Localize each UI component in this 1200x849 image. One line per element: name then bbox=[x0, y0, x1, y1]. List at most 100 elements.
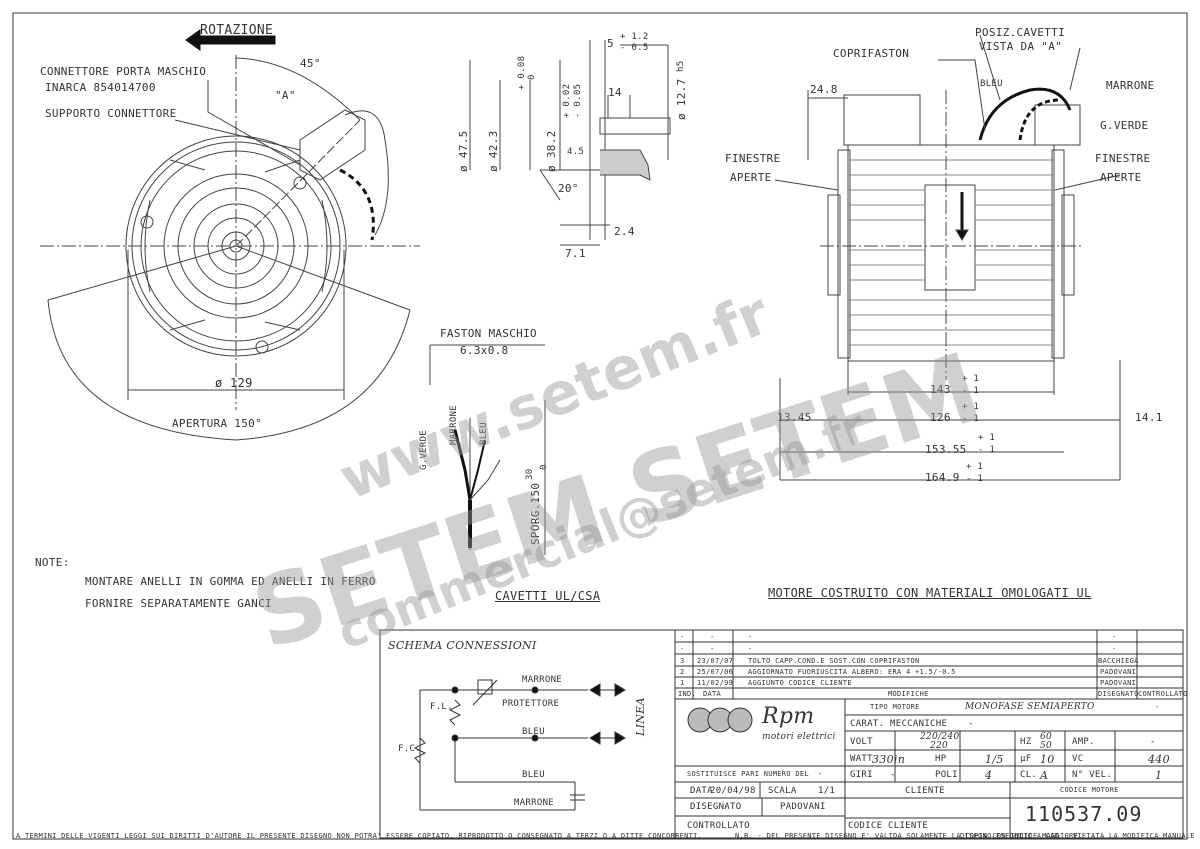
schema-title: SCHEMA CONNESSIONI bbox=[388, 639, 537, 652]
rev-n: 2 bbox=[680, 668, 685, 676]
hz-a: 60 bbox=[1040, 732, 1053, 742]
dim-382: ø 38.2 bbox=[545, 130, 558, 172]
data-label: DATA bbox=[690, 786, 713, 796]
windows-left-1: FINESTRE bbox=[725, 152, 781, 165]
side-view bbox=[774, 34, 1121, 481]
connector-male-label: CONNETTORE PORTA MASCHIO bbox=[40, 65, 207, 78]
amp-label: AMP. bbox=[1072, 737, 1095, 747]
rev-date: - bbox=[710, 633, 715, 641]
shaft-tol-plus: + 1.2 bbox=[620, 32, 649, 42]
dim-1345: 13.45 bbox=[777, 411, 812, 424]
dim-14: 14 bbox=[608, 86, 622, 99]
shaft-detail bbox=[469, 40, 671, 246]
windows-left-2: APERTE bbox=[730, 171, 772, 184]
dim-143: 143 bbox=[930, 383, 951, 396]
rev-n: 1 bbox=[680, 679, 685, 687]
hp-label: HP bbox=[935, 754, 947, 764]
dim-141: 14.1 bbox=[1135, 411, 1163, 424]
footer-mid: N.B. - DEL PRESENTE DISEGNO E' VALIDA SO… bbox=[735, 832, 1083, 840]
brand-sub: motori elettrici bbox=[762, 732, 836, 742]
rev-desc: TOLTO CAPP.COND.E SOST.CON COPRIFASTON bbox=[748, 657, 920, 665]
angle-45: 45° bbox=[300, 57, 321, 70]
hp-val: 1/5 bbox=[985, 753, 1004, 766]
diameter-129: ø 129 bbox=[215, 376, 253, 390]
volt-a: 220/240 bbox=[920, 732, 960, 742]
notes-line1: MONTARE ANELLI IN GOMMA ED ANELLI IN FER… bbox=[85, 575, 376, 588]
dim-382-tol-plus: + 0.02 bbox=[562, 83, 572, 118]
motor-type-dash: - bbox=[1155, 703, 1160, 711]
schema-bleu: BLEU bbox=[522, 727, 545, 737]
volt-label: VOLT bbox=[850, 737, 873, 747]
nvel-val: 1 bbox=[1155, 769, 1163, 782]
windows-right-1: FINESTRE bbox=[1095, 152, 1151, 165]
schema-marrone2: MARRONE bbox=[514, 798, 555, 808]
cl-label: CL. bbox=[1020, 770, 1038, 780]
rev-n: - bbox=[680, 633, 685, 641]
opening-150: APERTURA 150° bbox=[172, 417, 262, 430]
brand-logo bbox=[687, 707, 753, 733]
hz-b: 50 bbox=[1040, 741, 1053, 751]
controlled-label: CONTROLLATO bbox=[687, 821, 750, 831]
side-bleu-label: BLEU bbox=[980, 79, 1003, 89]
dim-248: 24.8 bbox=[810, 83, 838, 96]
watt-val: 330in bbox=[872, 753, 906, 766]
rev-n: 3 bbox=[680, 657, 685, 665]
volt-b: 220 bbox=[930, 741, 949, 751]
notes-line2: FORNIRE SEPARATAMENTE GANCI bbox=[85, 597, 272, 610]
schema-diagram bbox=[413, 679, 626, 811]
cable-position-label: POSIZ.CAVETTI bbox=[975, 26, 1065, 39]
view-from-a-label: VISTA DA "A" bbox=[979, 40, 1063, 53]
rev-header-date: DATA bbox=[703, 690, 722, 698]
dim-15355-tol-minus: - 1 bbox=[978, 445, 996, 455]
title-block bbox=[379, 629, 1184, 839]
dim-127: ø 12.7 bbox=[675, 78, 688, 120]
dim-423-tol-plus: + 0.08 bbox=[517, 55, 527, 90]
uf-label: µF bbox=[1020, 754, 1032, 764]
rev-desc: AGGIORNATO FUORIUSCITA ALBERO: ERA 4 +1.… bbox=[748, 668, 956, 676]
cables-title: CAVETTI UL/CSA bbox=[495, 589, 601, 603]
windows-right-2: APERTE bbox=[1100, 171, 1142, 184]
notes-title: NOTE: bbox=[35, 556, 70, 569]
faston-cover-label: COPRIFASTON bbox=[833, 47, 910, 60]
rev-by: PADOVANI bbox=[1100, 668, 1137, 676]
rev-desc: AGGIUNTO CODICE CLIENTE bbox=[748, 679, 852, 687]
amp-val: - bbox=[1150, 737, 1156, 747]
motor-type: MONOFASE SEMIAPERTO bbox=[965, 702, 1095, 712]
hz-label: HZ bbox=[1020, 737, 1032, 747]
watt-label: WATT bbox=[850, 754, 873, 764]
replaces-label: SOSTITUISCE PARI NUMERO DEL bbox=[687, 770, 809, 778]
data-val: 20/04/98 bbox=[710, 786, 756, 796]
cliente-label: CLIENTE bbox=[905, 786, 946, 796]
dim-15355-tol-plus: + 1 bbox=[978, 433, 996, 443]
poli-label: POLI bbox=[935, 770, 958, 780]
dim-143-tol-plus: + 1 bbox=[962, 374, 980, 384]
scala-val: 1/1 bbox=[818, 786, 836, 796]
giri-label: GIRI bbox=[850, 770, 873, 780]
replaces-val: - bbox=[818, 770, 823, 778]
motor-code: 110537.09 bbox=[1025, 802, 1143, 826]
dim-126-tol-plus: + 1 bbox=[962, 402, 980, 412]
cables-drawing bbox=[429, 344, 546, 555]
client-code-label: CODICE CLIENTE bbox=[848, 821, 929, 831]
drawn-val: PADOVANI bbox=[780, 802, 826, 812]
shaft-tol-minus: - 0.5 bbox=[620, 43, 649, 53]
dim-143-tol-minus: - 1 bbox=[962, 386, 980, 396]
vc-val: 440 bbox=[1148, 753, 1170, 766]
cl-val: A bbox=[1040, 769, 1049, 782]
rev-by: - bbox=[1112, 633, 1117, 641]
schema-marrone: MARRONE bbox=[522, 675, 563, 685]
rev-desc: - bbox=[748, 633, 753, 641]
poli-val: 4 bbox=[985, 769, 993, 782]
dim-1649-tol-minus: - 1 bbox=[966, 474, 984, 484]
faston-size: 6.3x0.8 bbox=[460, 344, 509, 357]
dim-126-tol-minus: - 1 bbox=[962, 414, 980, 424]
schema-fl: F.L. bbox=[430, 702, 453, 712]
dim-15355: 153.55 bbox=[925, 443, 967, 456]
connector-code: INARCA 854014700 bbox=[45, 81, 156, 94]
footer-right: DISEGNO ESEGUITO A CAD - VIETATA LA MODI… bbox=[960, 832, 1195, 840]
dim-126: 126 bbox=[930, 411, 951, 424]
rev-by: - bbox=[1112, 645, 1117, 653]
rev-header-ind: IND. bbox=[678, 690, 697, 698]
